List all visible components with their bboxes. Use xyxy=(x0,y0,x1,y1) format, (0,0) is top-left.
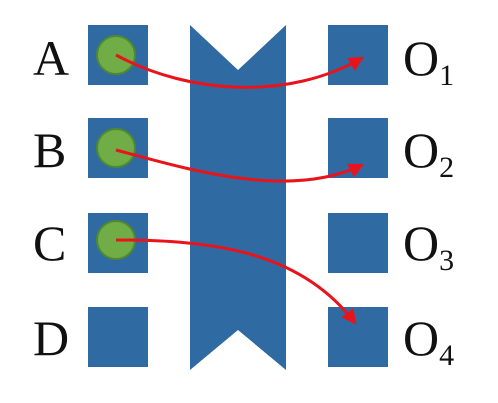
input-labels: A B C D xyxy=(33,30,69,366)
input-label-a: A xyxy=(33,30,69,86)
output-label-1: O1 xyxy=(403,30,454,92)
arrow-b-to-o2 xyxy=(115,148,365,183)
output-letter-2: O xyxy=(403,122,439,178)
output-index-4: 4 xyxy=(439,339,454,372)
output-index-2: 2 xyxy=(439,151,454,184)
input-label-d: D xyxy=(33,310,69,366)
input-block-d xyxy=(88,307,148,367)
input-label-c: C xyxy=(33,215,66,271)
output-labels: O1 O2 O3 O4 xyxy=(403,30,454,372)
input-column xyxy=(88,25,148,367)
output-index-3: 3 xyxy=(439,244,454,277)
input-label-b: B xyxy=(33,122,66,178)
output-label-2: O2 xyxy=(403,122,454,184)
output-block-3 xyxy=(328,213,388,273)
arrow-c-to-o4 xyxy=(115,238,357,325)
arrow-a-to-o1 xyxy=(115,53,364,89)
output-block-4 xyxy=(328,307,388,367)
output-column xyxy=(328,25,388,367)
output-label-4: O4 xyxy=(403,310,454,372)
connection-arrows xyxy=(115,53,365,325)
output-label-3: O3 xyxy=(403,215,454,277)
output-letter-4: O xyxy=(403,310,439,366)
central-channel xyxy=(190,25,286,370)
output-block-1 xyxy=(328,25,388,85)
output-block-2 xyxy=(328,118,388,178)
output-letter-3: O xyxy=(403,215,439,271)
output-letter-1: O xyxy=(403,30,439,86)
output-index-1: 1 xyxy=(439,59,454,92)
token-b xyxy=(96,128,136,168)
token-group xyxy=(96,35,136,260)
